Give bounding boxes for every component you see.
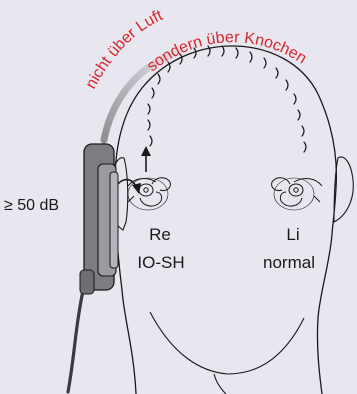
left-ear	[334, 157, 353, 222]
headphone	[80, 144, 118, 294]
right-side-label: Re	[149, 225, 171, 244]
left-inner-ear	[272, 178, 322, 210]
headphone-cable	[68, 286, 84, 392]
right-condition-label: IO-SH	[137, 253, 184, 272]
bone-arrow	[141, 146, 151, 172]
air-conduction-band	[104, 50, 186, 140]
bone-conduction-label: sondern über Knochen	[144, 29, 309, 75]
sound-level-label: ≥ 50 dB	[4, 197, 59, 214]
left-side-label: Li	[286, 225, 299, 244]
air-conduction-label-path: nicht über Luft	[83, 7, 166, 92]
jaw-line	[150, 312, 304, 374]
chin-line	[214, 374, 226, 394]
bone-conduction-label-path: sondern über Knochen	[144, 29, 309, 75]
head-outline	[115, 46, 337, 394]
left-condition-label: normal	[263, 253, 315, 272]
air-conduction-label: nicht über Luft	[83, 7, 166, 92]
